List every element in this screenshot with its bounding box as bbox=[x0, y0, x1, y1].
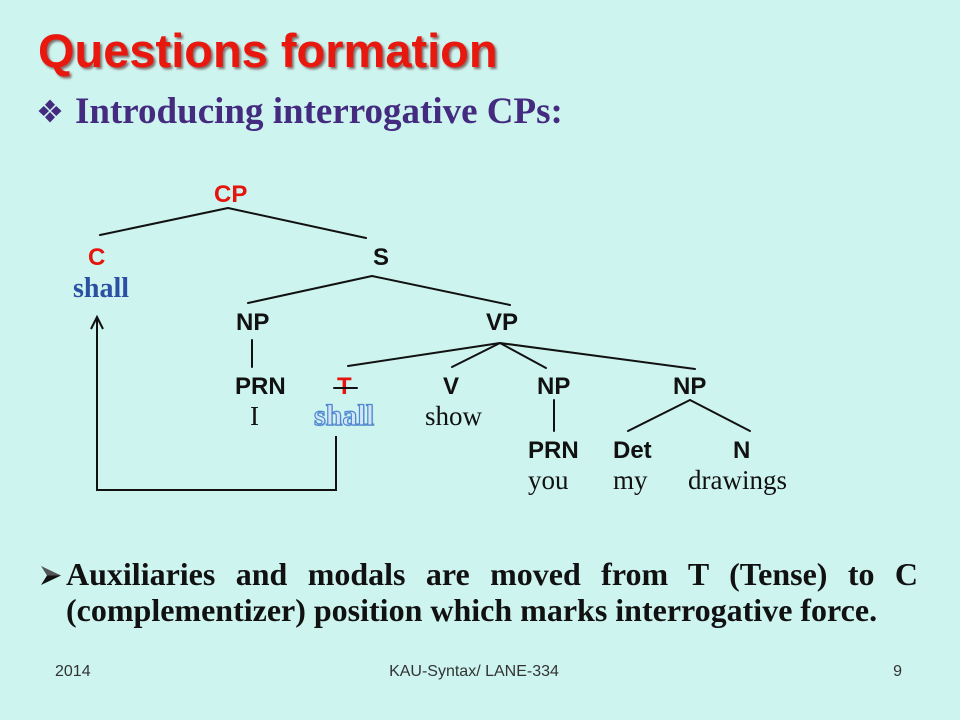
branch-np-n bbox=[689, 399, 751, 432]
body-text: Auxiliaries and modals are moved from T … bbox=[66, 556, 918, 628]
footer-course: KAU-Syntax/ LANE-334 bbox=[389, 663, 559, 680]
movement-arrow-path bbox=[96, 318, 337, 491]
word-you: you bbox=[528, 465, 569, 495]
word-drawings: drawings bbox=[688, 465, 787, 495]
movement-arrow bbox=[90, 314, 337, 491]
arrowhead-lower bbox=[41, 575, 61, 585]
branch-vp-np-direct bbox=[499, 342, 696, 370]
node-prn-indirect-object: PRN bbox=[528, 437, 579, 464]
slide-title: Questions formation bbox=[38, 24, 498, 77]
word-show: show bbox=[425, 401, 483, 431]
arrowhead-bullet-icon bbox=[41, 566, 61, 585]
node-np-subject: NP bbox=[236, 309, 270, 336]
branch-cp-c bbox=[99, 207, 229, 236]
branch-np-det bbox=[627, 399, 691, 432]
node-c: C bbox=[88, 244, 106, 271]
node-np-indirect-object: NP bbox=[537, 373, 571, 400]
word-my: my bbox=[613, 465, 648, 495]
branch-vp-v bbox=[451, 342, 501, 368]
diamond-bottom bbox=[45, 112, 55, 123]
node-cp: CP bbox=[214, 181, 248, 208]
four-diamond-bullet-icon bbox=[38, 99, 62, 123]
node-t: T bbox=[337, 373, 352, 400]
footer-page-number: 9 bbox=[893, 663, 902, 680]
word-t-shall-trace: shall bbox=[313, 399, 375, 432]
node-prn-subject: PRN bbox=[235, 373, 286, 400]
branch-vp-np-indirect bbox=[499, 342, 547, 369]
word-i: I bbox=[250, 401, 259, 431]
node-np-direct-object: NP bbox=[673, 373, 707, 400]
node-s: S bbox=[373, 244, 390, 271]
branch-s-vp bbox=[371, 275, 511, 306]
word-c-shall: shall bbox=[73, 273, 130, 304]
branch-s-np bbox=[247, 275, 373, 304]
node-det: Det bbox=[613, 437, 652, 464]
diamond-top bbox=[45, 99, 55, 110]
footer-date: 2014 bbox=[55, 663, 91, 680]
node-n: N bbox=[733, 437, 751, 464]
subtitle: Introducing interrogative CPs: bbox=[75, 91, 563, 132]
node-v: V bbox=[443, 373, 460, 400]
node-vp: VP bbox=[486, 309, 519, 336]
movement-arrowhead bbox=[90, 314, 104, 330]
diamond-left bbox=[38, 106, 49, 116]
branch-cp-s bbox=[227, 207, 367, 239]
branch-vp-t bbox=[347, 342, 501, 367]
arrowhead-upper bbox=[41, 566, 61, 576]
diamond-right bbox=[51, 106, 62, 116]
